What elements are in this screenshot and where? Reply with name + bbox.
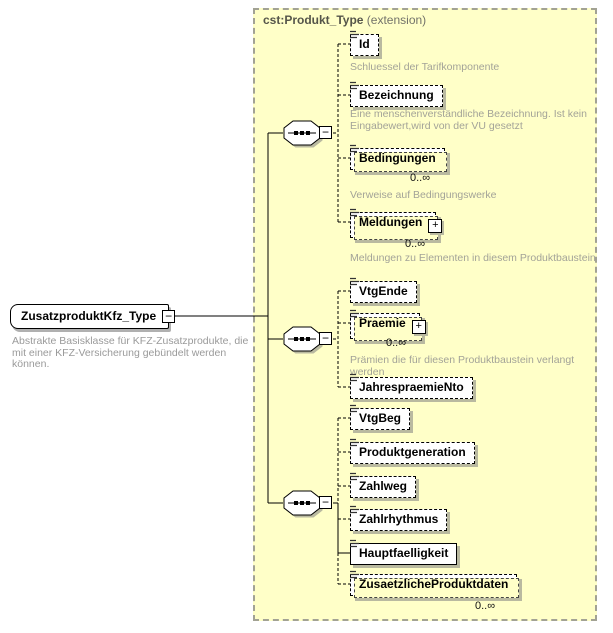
element-label: VtgEnde [359,284,408,298]
element-hauptfaelligkeit[interactable]: Hauptfaelligkeit [350,539,458,565]
sequence-icon [283,120,323,148]
expand-icon[interactable]: + [428,219,443,233]
element-bezeichnung[interactable]: Bezeichnung [350,81,443,107]
occurrence-label: 0..∞ [410,172,431,184]
occurrence-label: 0..∞ [405,238,426,250]
element-label: Id [359,37,370,51]
sequence-compositor-1[interactable]: − [283,120,333,148]
expand-icon[interactable]: + [411,320,426,334]
element-meldungen[interactable]: Meldungen + [350,208,443,240]
element-vtgbeg[interactable]: VtgBeg [350,404,410,430]
sequence-icon [283,490,323,518]
root-element-zusatzproduktkfz-type[interactable]: ZusatzproduktKfz_Type − [10,304,176,329]
element-annotation: Prämien die für diesen Produktbaustein v… [350,354,575,378]
collapse-icon[interactable]: − [162,309,176,323]
element-zahlrhythmus[interactable]: Zahlrhythmus [350,505,448,531]
collapse-icon[interactable]: − [319,496,332,509]
element-label: ZusaetzlicheProduktdaten [359,577,509,591]
element-praemie[interactable]: Praemie + [350,309,426,341]
element-label: Meldungen [359,215,423,229]
sequence-compositor-3[interactable]: − [283,490,333,518]
element-label: Zahlweg [359,479,408,493]
element-label: Produktgeneration [359,445,466,459]
extension-suffix: (extension) [363,13,427,27]
collapse-icon[interactable]: − [319,332,332,345]
root-annotation: Abstrakte Basisklasse für KFZ-Zusatzprod… [12,335,249,370]
occurrence-label: 0..∞ [475,600,496,612]
element-id[interactable]: Id [350,30,379,56]
element-bedingungen[interactable]: Bedingungen [350,144,447,172]
element-label: VtgBeg [359,411,401,425]
extension-title: cst:Produkt_Type (extension) [263,13,426,27]
element-label: Praemie [359,316,406,330]
element-label: JahrespraemieNto [359,380,464,394]
element-vtgende[interactable]: VtgEnde [350,277,417,303]
element-zahlweg[interactable]: Zahlweg [350,472,417,498]
element-label: Bedingungen [359,151,436,165]
root-element-label: ZusatzproduktKfz_Type [21,309,157,323]
element-annotation: Verweise auf Bedingungswerke [350,189,497,201]
sequence-icon [283,326,323,354]
element-jahrespraemiento[interactable]: JahrespraemieNto [350,373,473,399]
element-label: Zahlrhythmus [359,512,439,526]
occurrence-label: 0..∞ [386,337,407,349]
element-zusaetzlicheproduktdaten[interactable]: ZusaetzlicheProduktdaten [350,570,520,598]
element-label: Hauptfaelligkeit [359,546,449,560]
collapse-icon[interactable]: − [319,126,332,139]
element-label: Bezeichnung [359,88,434,102]
element-annotation: Eine menschenverständliche Bezeichnung. … [350,108,587,132]
extension-type-name: cst:Produkt_Type [263,13,364,27]
element-produktgeneration[interactable]: Produktgeneration [350,438,475,464]
element-annotation: Schluessel der Tarifkomponente [350,61,500,73]
element-annotation: Meldungen zu Elementen in diesem Produkt… [350,252,596,264]
sequence-compositor-2[interactable]: − [283,326,333,354]
